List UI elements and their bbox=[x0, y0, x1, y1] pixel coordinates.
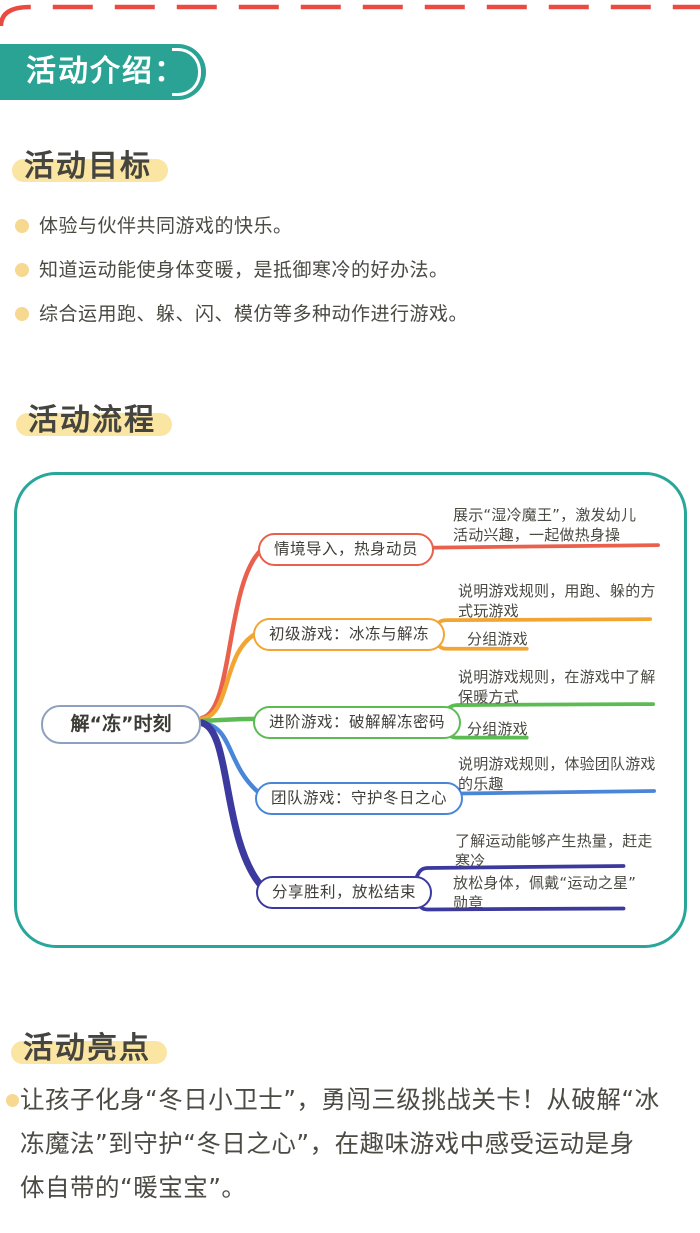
goal-text: 综合运用跑、躲、闪、模仿等多种动作进行游戏。 bbox=[39, 303, 469, 325]
branch-note: 说明游戏规则，在游戏中了解 保暖方式 bbox=[458, 668, 656, 707]
note-line-basic-a bbox=[421, 617, 653, 635]
bullet-icon bbox=[15, 307, 29, 321]
heading-highlight-bar bbox=[12, 159, 168, 182]
paragraph-line: 让孩子化身“冬日小卫士”，勇闯三级挑战关卡！从破解“冰 bbox=[20, 1085, 660, 1114]
note-line: 保暖方式 bbox=[458, 687, 519, 706]
branch-node-team: 团队游戏：守护冬日之心 bbox=[255, 782, 464, 815]
branch-note: 分组游戏 bbox=[467, 630, 528, 650]
bullet-icon bbox=[15, 263, 29, 277]
heading-title: 活动目标 bbox=[24, 149, 152, 184]
goals-list: 体验与伙伴共同游戏的快乐。 知道运动能使身体变暖，是抵御寒冷的好办法。 综合运用… bbox=[15, 212, 680, 344]
heading-title: 活动流程 bbox=[28, 403, 156, 438]
branch-curve-share bbox=[198, 719, 265, 890]
intro-badge: 活动介绍： bbox=[0, 44, 206, 100]
intro-badge-label: 活动介绍： bbox=[26, 54, 186, 89]
note-line: 展示“湿冷魔王”，激发幼儿 bbox=[453, 506, 637, 524]
note-line: 分组游戏 bbox=[467, 630, 528, 648]
mindmap-center-node: 解“冻”时刻 bbox=[41, 705, 201, 744]
heading-highlight-bar bbox=[16, 413, 172, 436]
branch-note: 放松身体，佩戴“运动之星” 勋章 bbox=[453, 874, 636, 913]
process-heading: 活动流程 bbox=[16, 395, 172, 438]
branch-note: 说明游戏规则，体验团队游戏 的乐趣 bbox=[458, 755, 656, 794]
goal-text: 体验与伙伴共同游戏的快乐。 bbox=[39, 215, 293, 237]
paragraph-line: 冻魔法”到守护“冬日之心”，在趣味游戏中感受运动是身 bbox=[20, 1129, 635, 1158]
paragraph-line: 体自带的“暖宝宝”。 bbox=[20, 1173, 247, 1202]
note-line: 了解运动能够产生热量，赶走 bbox=[455, 832, 653, 850]
branch-node-advanced: 进阶游戏：破解解冻密码 bbox=[253, 706, 462, 739]
branch-node-intro: 情境导入，热身动员 bbox=[258, 533, 435, 566]
highlights-paragraph: 让孩子化身“冬日小卫士”，勇闯三级挑战关卡！从破解“冰 冻魔法”到守护“冬日之心… bbox=[20, 1078, 685, 1210]
top-dashed-border bbox=[0, 4, 700, 27]
goals-heading: 活动目标 bbox=[12, 141, 168, 184]
note-line: 说明游戏规则，在游戏中了解 bbox=[458, 668, 656, 686]
note-line: 放松身体，佩戴“运动之星” bbox=[453, 874, 637, 892]
note-line: 勋章 bbox=[453, 893, 484, 912]
top-dashed-line bbox=[0, 4, 700, 27]
note-line: 活动兴趣，一起做热身操 bbox=[453, 525, 621, 544]
note-line: 说明游戏规则，体验团队游戏 bbox=[458, 755, 656, 773]
branch-curve-basic bbox=[199, 630, 260, 722]
note-line: 分组游戏 bbox=[467, 720, 528, 738]
note-line-team bbox=[431, 789, 656, 796]
branch-curve-advanced bbox=[199, 716, 260, 724]
branch-note: 说明游戏规则，用跑、躲的方 式玩游戏 bbox=[458, 582, 656, 621]
branch-node-share: 分享胜利，放松结束 bbox=[256, 876, 433, 909]
bullet-icon bbox=[15, 219, 29, 233]
note-line: 寒冷 bbox=[455, 851, 486, 870]
note-line: 的乐趣 bbox=[458, 774, 504, 793]
list-item: 知道运动能使身体变暖，是抵御寒冷的好办法。 bbox=[15, 256, 680, 284]
goal-text: 知道运动能使身体变暖，是抵御寒冷的好办法。 bbox=[39, 259, 449, 281]
mindmap: 解“冻”时刻 情境导入，热身动员 初级游戏：冰冻与解冻 进阶游戏：破解解冻密码 … bbox=[14, 472, 687, 948]
heading-highlight-bar bbox=[11, 1041, 167, 1064]
branch-curve-intro bbox=[199, 546, 265, 721]
list-item: 综合运用跑、躲、闪、模仿等多种动作进行游戏。 bbox=[15, 300, 680, 328]
note-line: 说明游戏规则，用跑、躲的方 bbox=[458, 582, 656, 600]
branch-note: 展示“湿冷魔王”，激发幼儿 活动兴趣，一起做热身操 bbox=[453, 506, 636, 545]
note-line-intro bbox=[391, 543, 660, 550]
note-line: 式玩游戏 bbox=[458, 601, 519, 620]
branch-note: 了解运动能够产生热量，赶走 寒冷 bbox=[455, 832, 653, 871]
heading-title: 活动亮点 bbox=[23, 1031, 151, 1066]
highlights-heading: 活动亮点 bbox=[11, 1023, 167, 1066]
bullet-icon bbox=[6, 1094, 19, 1107]
list-item: 体验与伙伴共同游戏的快乐。 bbox=[15, 212, 680, 240]
branch-note: 分组游戏 bbox=[467, 720, 528, 740]
branch-node-basic: 初级游戏：冰冻与解冻 bbox=[253, 618, 446, 651]
